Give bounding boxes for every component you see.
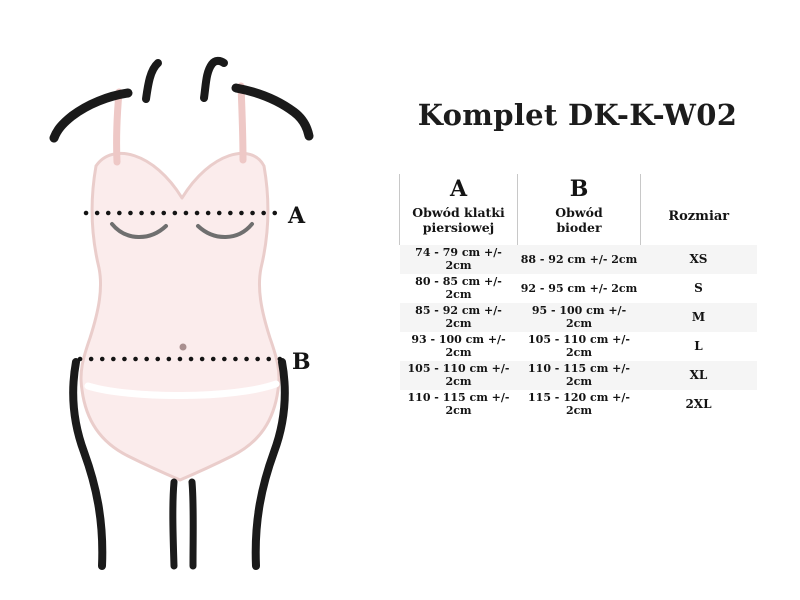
under-bust-seam-left	[110, 222, 168, 239]
measurement-a-cell: 93 - 100 cm +/- 2cm	[411, 333, 506, 360]
measurement-b-cell: 115 - 120 cm +/- 2cm	[528, 391, 630, 418]
strap-left	[113, 88, 123, 166]
table-row: 105 - 110 cm +/- 2cm 110 - 115 cm +/- 2cm…	[399, 360, 757, 390]
leg-outer-left	[69, 358, 107, 570]
measurement-a-cell: 85 - 92 cm +/- 2cm	[415, 304, 502, 331]
neck-line-right	[200, 56, 228, 102]
size-cell: 2XL	[685, 397, 712, 412]
neck-line-left	[142, 59, 162, 103]
measurement-b-cell: 95 - 100 cm +/- 2cm	[531, 304, 627, 331]
measurement-b-cell: 110 - 115 cm +/- 2cm	[528, 362, 630, 389]
size-table: A Obwód klatki piersiowej B Obwód bioder…	[399, 173, 757, 419]
measurement-b-cell: 105 - 110 cm +/- 2cm	[528, 333, 630, 360]
measurement-a-cell: 74 - 79 cm +/- 2cm	[415, 246, 502, 273]
measurement-b-cell: 88 - 92 cm +/- 2cm	[520, 252, 638, 266]
column-header-chest: A Obwód klatki piersiowej	[399, 173, 518, 245]
column-letter-a: A	[449, 175, 468, 202]
table-row: 85 - 92 cm +/- 2cm 95 - 100 cm +/- 2cm M	[399, 302, 757, 332]
measurement-b-cell: 92 - 95 cm +/- 2cm	[520, 281, 638, 295]
strap-right	[237, 82, 247, 164]
size-cell: XL	[689, 368, 708, 383]
arm-right	[231, 83, 314, 141]
column-label-chest: Obwód klatki piersiowej	[412, 205, 505, 236]
column-label-hips: Obwód bioder	[555, 205, 603, 236]
body-measurement-illustration: A B	[49, 56, 314, 570]
measure-label-b: B	[292, 349, 311, 375]
panty-waistline	[84, 380, 280, 399]
measurement-a-cell: 80 - 85 cm +/- 2cm	[415, 275, 502, 302]
size-table-body: 74 - 79 cm +/- 2cm 88 - 92 cm +/- 2cm XS 80…	[399, 244, 757, 419]
page-title: Komplet DK-K-W02	[417, 98, 738, 132]
measurement-a-cell: 110 - 115 cm +/- 2cm	[407, 391, 510, 418]
table-row: 74 - 79 cm +/- 2cm 88 - 92 cm +/- 2cm XS	[399, 244, 757, 274]
leg-inner-left	[169, 478, 178, 570]
size-cell: S	[694, 281, 703, 296]
navel-dot	[179, 343, 187, 351]
size-cell: L	[694, 339, 703, 354]
column-label-size: Rozmiar	[668, 208, 730, 224]
size-cell: XS	[689, 252, 708, 267]
column-header-hips: B Obwód bioder	[517, 173, 641, 245]
garment-outline	[79, 151, 281, 482]
table-row: 93 - 100 cm +/- 2cm 105 - 110 cm +/- 2cm L	[400, 332, 757, 361]
measure-label-a: A	[287, 203, 306, 229]
column-header-size: Rozmiar	[640, 173, 757, 245]
table-row: 80 - 85 cm +/- 2cm 92 - 95 cm +/- 2cm S	[400, 274, 757, 303]
leg-inner-right	[188, 478, 197, 570]
size-info-panel: Komplet DK-K-W02 A Obwód klatki piersiow…	[399, 98, 757, 419]
measurement-a-cell: 105 - 110 cm +/- 2cm	[407, 362, 510, 389]
column-letter-b: B	[569, 175, 589, 202]
under-bust-seam-right	[196, 222, 254, 239]
size-table-header: A Obwód klatki piersiowej B Obwód bioder…	[399, 173, 757, 245]
table-row: 110 - 115 cm +/- 2cm 115 - 120 cm +/- 2cm…	[400, 390, 757, 419]
arm-left	[49, 88, 133, 143]
size-cell: M	[691, 310, 706, 325]
leg-outer-right	[251, 358, 289, 570]
